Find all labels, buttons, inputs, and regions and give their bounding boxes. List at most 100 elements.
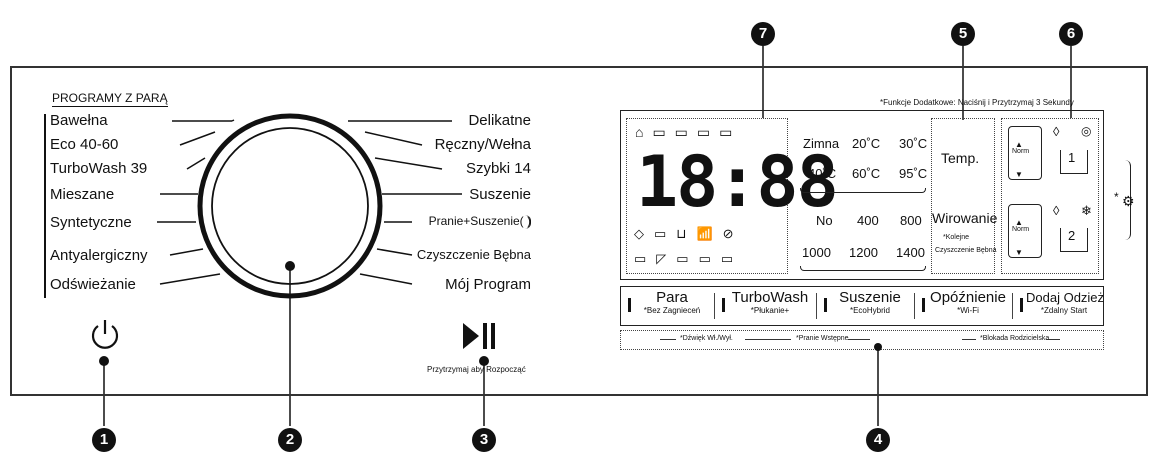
start-dot — [479, 356, 489, 366]
button-drying[interactable]: Suszenie *EcoHybrid — [830, 290, 910, 316]
button-drying-label: Suszenie — [839, 289, 901, 306]
program-drying[interactable]: Suszenie — [469, 186, 531, 203]
slot-2-icon — [1060, 228, 1088, 252]
slot-1-label: 1 — [1068, 150, 1076, 165]
button-indicator-add-item — [1020, 298, 1023, 312]
spin-1000: 1000 — [802, 245, 831, 260]
norm-arrows-1[interactable]: ▲▼ — [1015, 140, 1023, 179]
button-add-item[interactable]: Dodaj Odzież *Zdalny Start — [1026, 290, 1105, 316]
norm-label-2: Norm — [1012, 226, 1030, 233]
program-mixed[interactable]: Mieszane — [50, 186, 115, 203]
spin-bracket — [800, 266, 926, 271]
additional-functions-note: *Funkcje Dodatkowe: Naciśnij i Przytrzym… — [880, 98, 1074, 107]
status-icons-area — [626, 118, 788, 274]
program-eco-40-60[interactable]: Eco 40-60 — [50, 136, 119, 153]
icon-row-bottom: ▭◸▭▭▭ — [634, 251, 744, 266]
button-indicator-para — [628, 298, 631, 312]
norm-arrows-2[interactable]: ▲▼ — [1015, 218, 1023, 257]
start-hint: Przytrzymaj aby Rozpocząć — [427, 365, 526, 374]
norm-box-2 — [1008, 204, 1042, 258]
temp-bracket — [800, 188, 926, 193]
power-dot — [99, 356, 109, 366]
water-drop-icon: ◊ — [1053, 124, 1060, 139]
note-prewash: *Pranie Wstępne — [796, 335, 849, 342]
callout-7: 7 — [751, 22, 775, 46]
button-separator-1 — [714, 293, 715, 319]
temp-40: 40˚C — [808, 166, 837, 181]
button-delay[interactable]: Opóźnienie *Wi-Fi — [926, 290, 1010, 316]
program-synthetic[interactable]: Syntetyczne — [50, 214, 132, 231]
spin-button[interactable]: Wirowanie — [932, 210, 998, 226]
note-sound: *Dźwięk Wł./Wył. — [680, 335, 733, 342]
button-add-item-label: Dodaj Odzież — [1026, 290, 1105, 305]
button-turbowash-label: TurboWash — [731, 289, 809, 306]
norm-box-1 — [1008, 126, 1042, 180]
icon-row-middle: ◇▭⊔📶⊘ — [634, 226, 744, 241]
note-connector-4 — [962, 339, 976, 340]
temp-cold: Zimna — [803, 136, 840, 151]
power-icon[interactable] — [88, 318, 122, 352]
button-turbowash[interactable]: TurboWash *Płukanie+ — [726, 290, 814, 316]
callout-5: 5 — [951, 22, 975, 46]
spin-400: 400 — [857, 213, 879, 228]
temp-30: 30˚C — [899, 136, 928, 151]
callout-6: 6 — [1059, 22, 1083, 46]
program-turbowash-39[interactable]: TurboWash 39 — [50, 160, 148, 177]
button-steam[interactable]: Para *Bez Zagnieceń — [636, 290, 708, 316]
program-quick-14[interactable]: Szybki 14 — [465, 160, 531, 177]
program-refresh[interactable]: Odświeżanie — [50, 276, 136, 293]
gear-note: * — [1114, 190, 1119, 204]
button-drying-sub: *EcoHybrid — [849, 306, 890, 315]
program-tub-clean[interactable]: Czyszczenie Bębna — [416, 247, 531, 262]
button-separator-2 — [816, 293, 817, 319]
callout-2: 2 — [278, 428, 302, 452]
control-panel — [10, 66, 1148, 396]
wash-dry-bracket-icon — [520, 215, 531, 229]
program-wash-dry[interactable]: Pranie+Suszenie( ) — [428, 214, 531, 228]
temp-95: 95˚C — [899, 166, 928, 181]
spin-sub-1: *Kolejne — [943, 234, 970, 241]
button-steam-label: Para — [656, 289, 688, 306]
note-connector-5 — [1046, 339, 1060, 340]
note-dot — [874, 343, 882, 351]
callout-4: 4 — [866, 428, 890, 452]
temp-button[interactable]: Temp. — [941, 150, 980, 166]
button-indicator-drying — [824, 298, 827, 312]
left-program-bracket — [44, 114, 46, 298]
temp-60: 60˚C — [852, 166, 881, 181]
program-my-program[interactable]: Mój Program — [445, 276, 531, 293]
display-frame — [620, 110, 1104, 280]
slot-1-icon — [1060, 150, 1088, 174]
program-allergy-care[interactable]: Antyalergiczny — [50, 247, 148, 264]
callout-3: 3 — [472, 428, 496, 452]
icon-row-top: ⌂▭▭▭▭ — [635, 124, 742, 140]
gear-icon[interactable]: ⚙ — [1122, 193, 1135, 209]
button-delay-label: Opóźnienie — [930, 289, 1006, 306]
spin-no: No — [816, 213, 833, 228]
button-turbowash-sub: *Płukanie+ — [750, 306, 790, 315]
programs-heading: PROGRAMY Z PARĄ — [52, 91, 168, 107]
button-add-item-sub: *Zdalny Start — [1040, 306, 1088, 315]
note-child-lock: *Blokada Rodzicielska — [980, 335, 1050, 342]
program-cotton[interactable]: Bawełna — [50, 112, 108, 129]
note-connector-3 — [848, 339, 870, 340]
snowflake-icon: ❄ — [1081, 203, 1092, 218]
play-pause-icon[interactable] — [463, 323, 503, 351]
norm-label-1: Norm — [1012, 148, 1030, 155]
button-delay-sub: *Wi-Fi — [957, 306, 979, 315]
button-separator-3 — [914, 293, 915, 319]
temp-20: 20˚C — [852, 136, 881, 151]
note-connector-1 — [660, 339, 676, 340]
spin-1200: 1200 — [849, 245, 878, 260]
callout-1: 1 — [92, 428, 116, 452]
program-hand-wool[interactable]: Ręczny/Wełna — [434, 136, 531, 153]
temp-spin-buttons-area — [931, 118, 995, 274]
function-buttons-strip — [620, 286, 1104, 326]
wifi-icon: 📶 — [696, 226, 723, 241]
display-digits: 18:88 — [636, 141, 839, 223]
water-drop-icon-2: ◊ — [1053, 203, 1060, 218]
button-indicator-turbowash — [722, 298, 725, 312]
button-indicator-delay — [922, 298, 925, 312]
program-delicate[interactable]: Delikatne — [468, 112, 531, 129]
